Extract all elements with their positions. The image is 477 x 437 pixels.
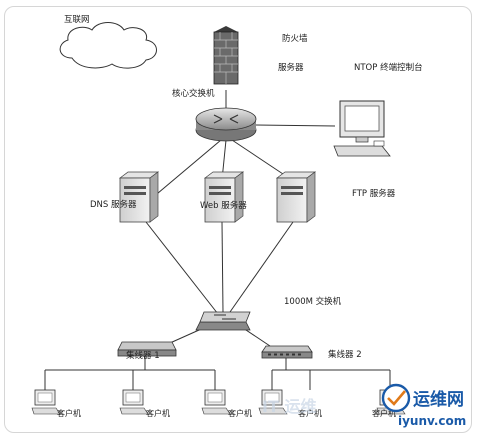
core-switch-label: 核心交换机 [172, 88, 215, 99]
ntop-console-label: NTOP 终端控制台 [354, 62, 423, 73]
faint-watermark-text: IT 运维 [262, 397, 316, 416]
client-4-icon [258, 389, 288, 415]
site-watermark-name: 运维网 [413, 389, 464, 410]
client-2-icon [119, 389, 149, 415]
client-1-label: 客户机 [57, 408, 81, 418]
hub-2-label: 集线器 2 [328, 349, 362, 360]
ntop-computer-icon [333, 100, 391, 157]
site-logo-icon [381, 383, 411, 413]
core-switch-icon [195, 107, 257, 142]
ftp-server-label: FTP 服务器 [352, 188, 396, 199]
hub-2-icon [261, 345, 313, 359]
firewall-icon [213, 26, 239, 85]
client-3-label: 客户机 [228, 408, 252, 418]
client-3-icon [201, 389, 231, 415]
dns-server-label: DNS 服务器 [90, 199, 137, 210]
dns-server-icon [118, 171, 160, 223]
internet-cloud-icon [59, 22, 157, 69]
hub-1-icon [117, 341, 177, 357]
client-1-icon [31, 389, 61, 415]
hub-1-label: 集线器 1 [126, 350, 160, 361]
web-server-label: Web 服务器 [200, 200, 247, 211]
firewall-label: 防火墙 [282, 33, 308, 44]
ftp-server-icon [275, 171, 317, 223]
client-5-label: 客户机 [372, 408, 396, 418]
gigabit-switch-icon [195, 311, 251, 331]
client-2-label: 客户机 [146, 408, 170, 418]
site-watermark: 运维网 iyunv.com [381, 383, 466, 428]
web-server-icon [203, 171, 245, 223]
client-4-label: 客户机 [298, 408, 322, 418]
site-watermark-url: iyunv.com [398, 414, 466, 428]
internet-label: 互联网 [64, 15, 90, 25]
dmz-label: 服务器 [278, 62, 304, 73]
gigabit-switch-label: 1000M 交换机 [284, 296, 342, 307]
